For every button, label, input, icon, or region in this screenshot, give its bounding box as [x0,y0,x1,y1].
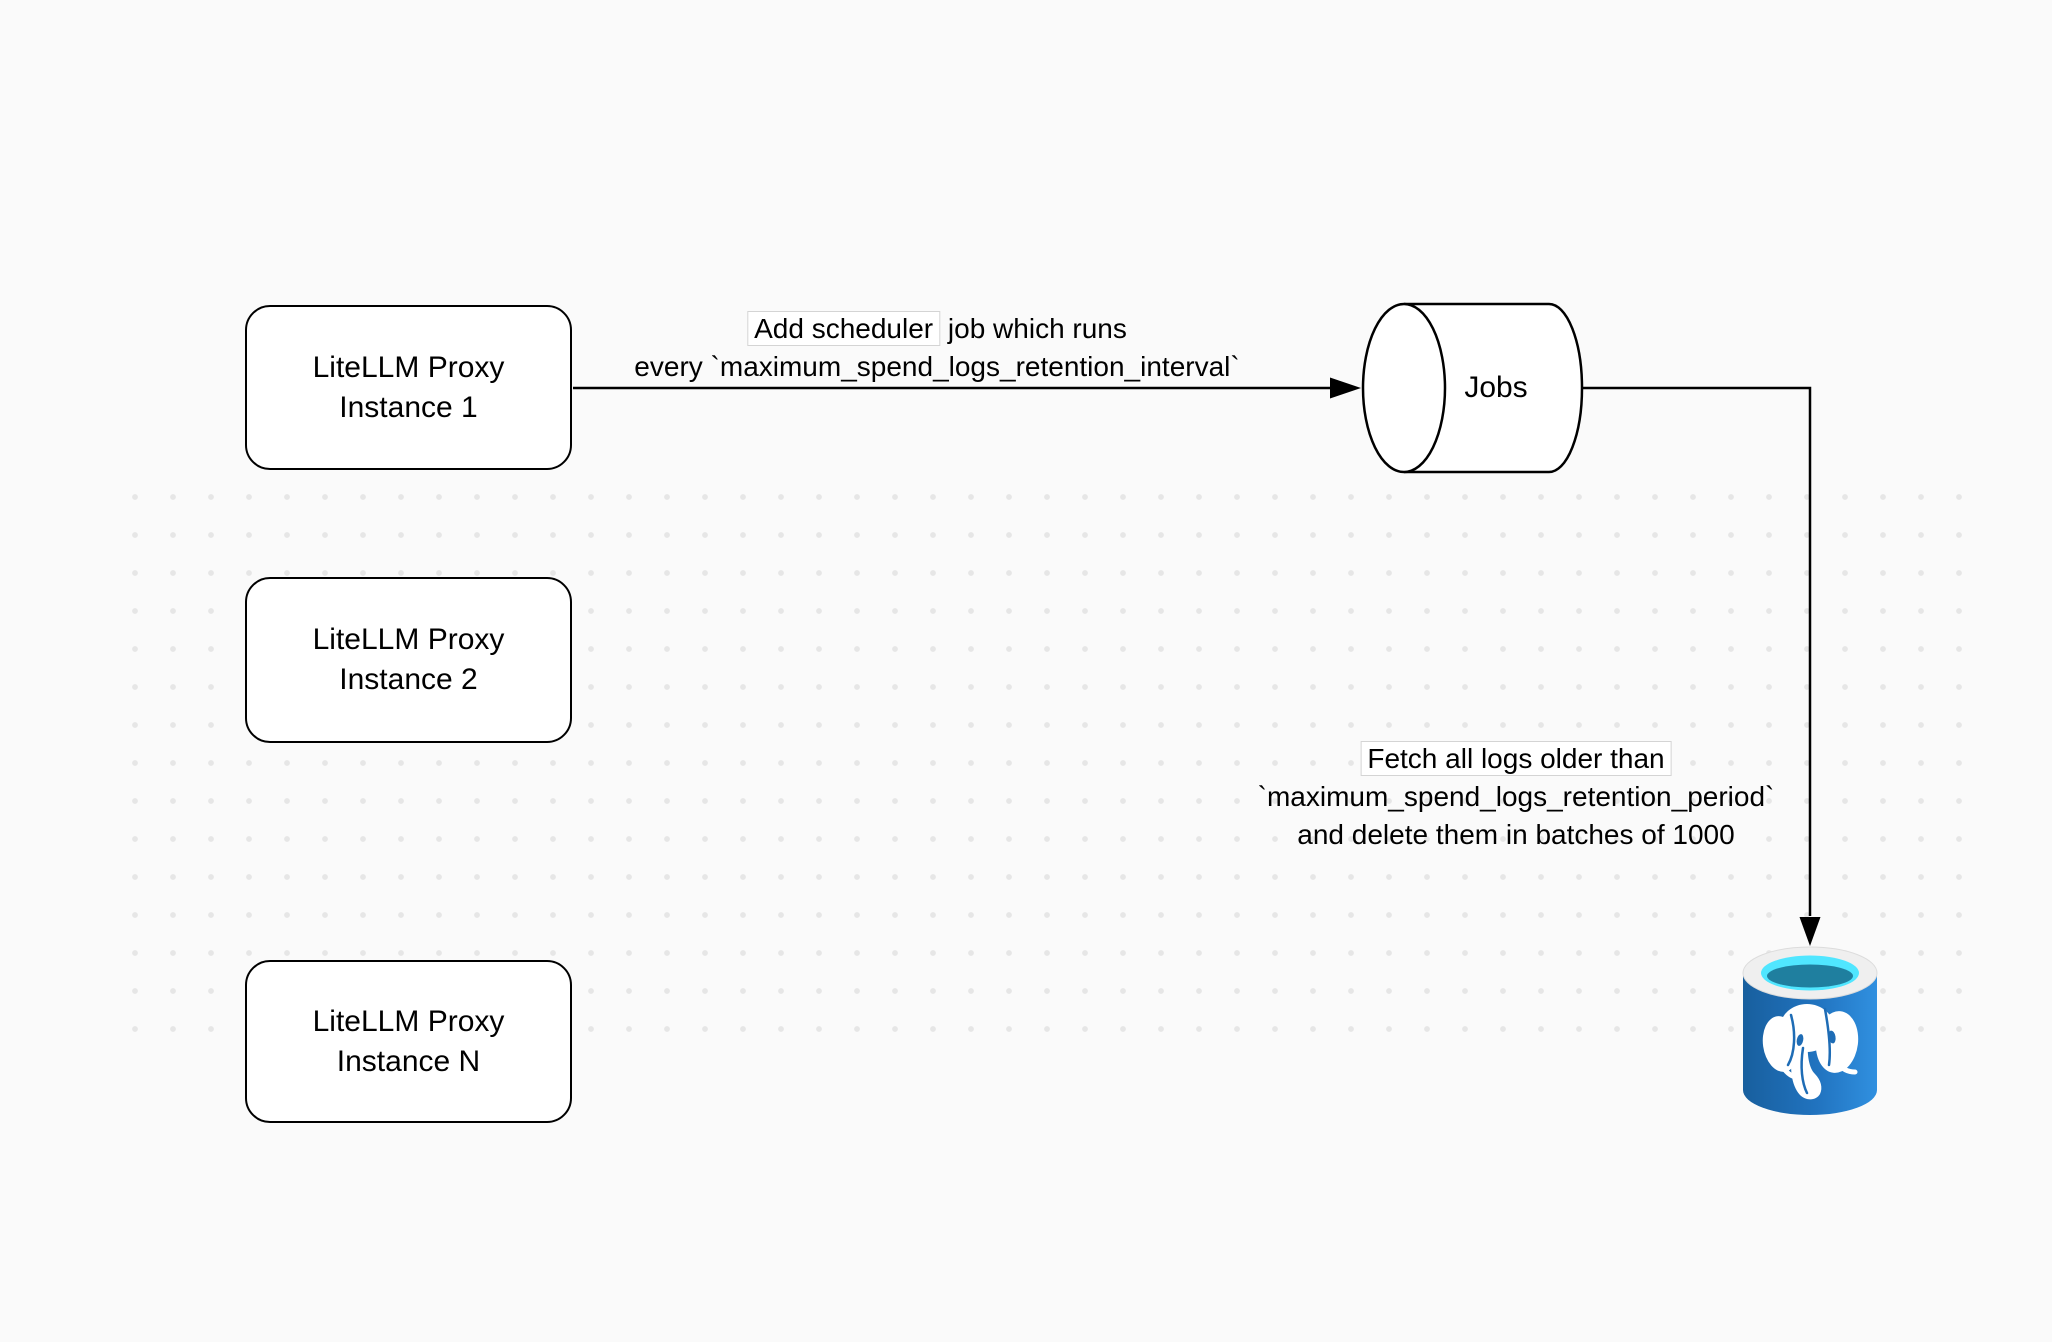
edge-label-line: and delete them in batches of 1000 [1297,819,1735,850]
node-label-line: Instance 2 [339,663,478,696]
edge-label-scheduler: Add scheduler job which runs every `maxi… [634,310,1240,386]
node-litellm-proxy-instance-n[interactable]: LiteLLM Proxy Instance N [245,960,572,1123]
edge-label-text: job which runs [940,313,1127,344]
postgresql-icon[interactable] [1742,946,1878,1115]
edge-fetch-arrowhead [1799,917,1821,946]
jobs-queue-label: Jobs [1464,371,1528,404]
node-litellm-proxy-instance-2[interactable]: LiteLLM Proxy Instance 2 [245,577,572,743]
postgres-elephant-icon [1762,1004,1859,1100]
edge-label-highlight-box: Add scheduler [747,311,941,346]
edge-label-line: Fetch all logs older than [1258,740,1775,778]
jobs-queue-left-ellipse [1361,302,1447,474]
node-label-line: Instance 1 [339,390,478,424]
edge-label-highlight-box: Fetch all logs older than [1360,741,1672,776]
node-label-line: LiteLLM Proxy [312,623,505,656]
node-label-line: LiteLLM Proxy [312,350,505,384]
edge-label-fetch: Fetch all logs older than `maximum_spend… [1257,740,1775,854]
edge-fetch-line [1583,386,1812,916]
edge-scheduler-arrowhead [1330,377,1361,399]
edge-label-line: Add scheduler job which runs [634,310,1239,348]
jobs-queue-shape[interactable] [1361,302,1584,474]
edge-label-line: `maximum_spend_logs_retention_period` [1257,781,1775,812]
postgres-opening-teal [1767,964,1853,988]
node-label-line: LiteLLM Proxy [312,1004,505,1038]
edge-label-line: every `maximum_spend_logs_retention_inte… [634,351,1240,382]
node-litellm-proxy-instance-1[interactable]: LiteLLM Proxy Instance 1 [245,305,572,470]
edge-scheduler [573,377,1361,399]
jobs-queue-body [1404,302,1584,474]
node-label-line: Instance N [336,1044,481,1078]
edge-fetch [1583,386,1821,946]
